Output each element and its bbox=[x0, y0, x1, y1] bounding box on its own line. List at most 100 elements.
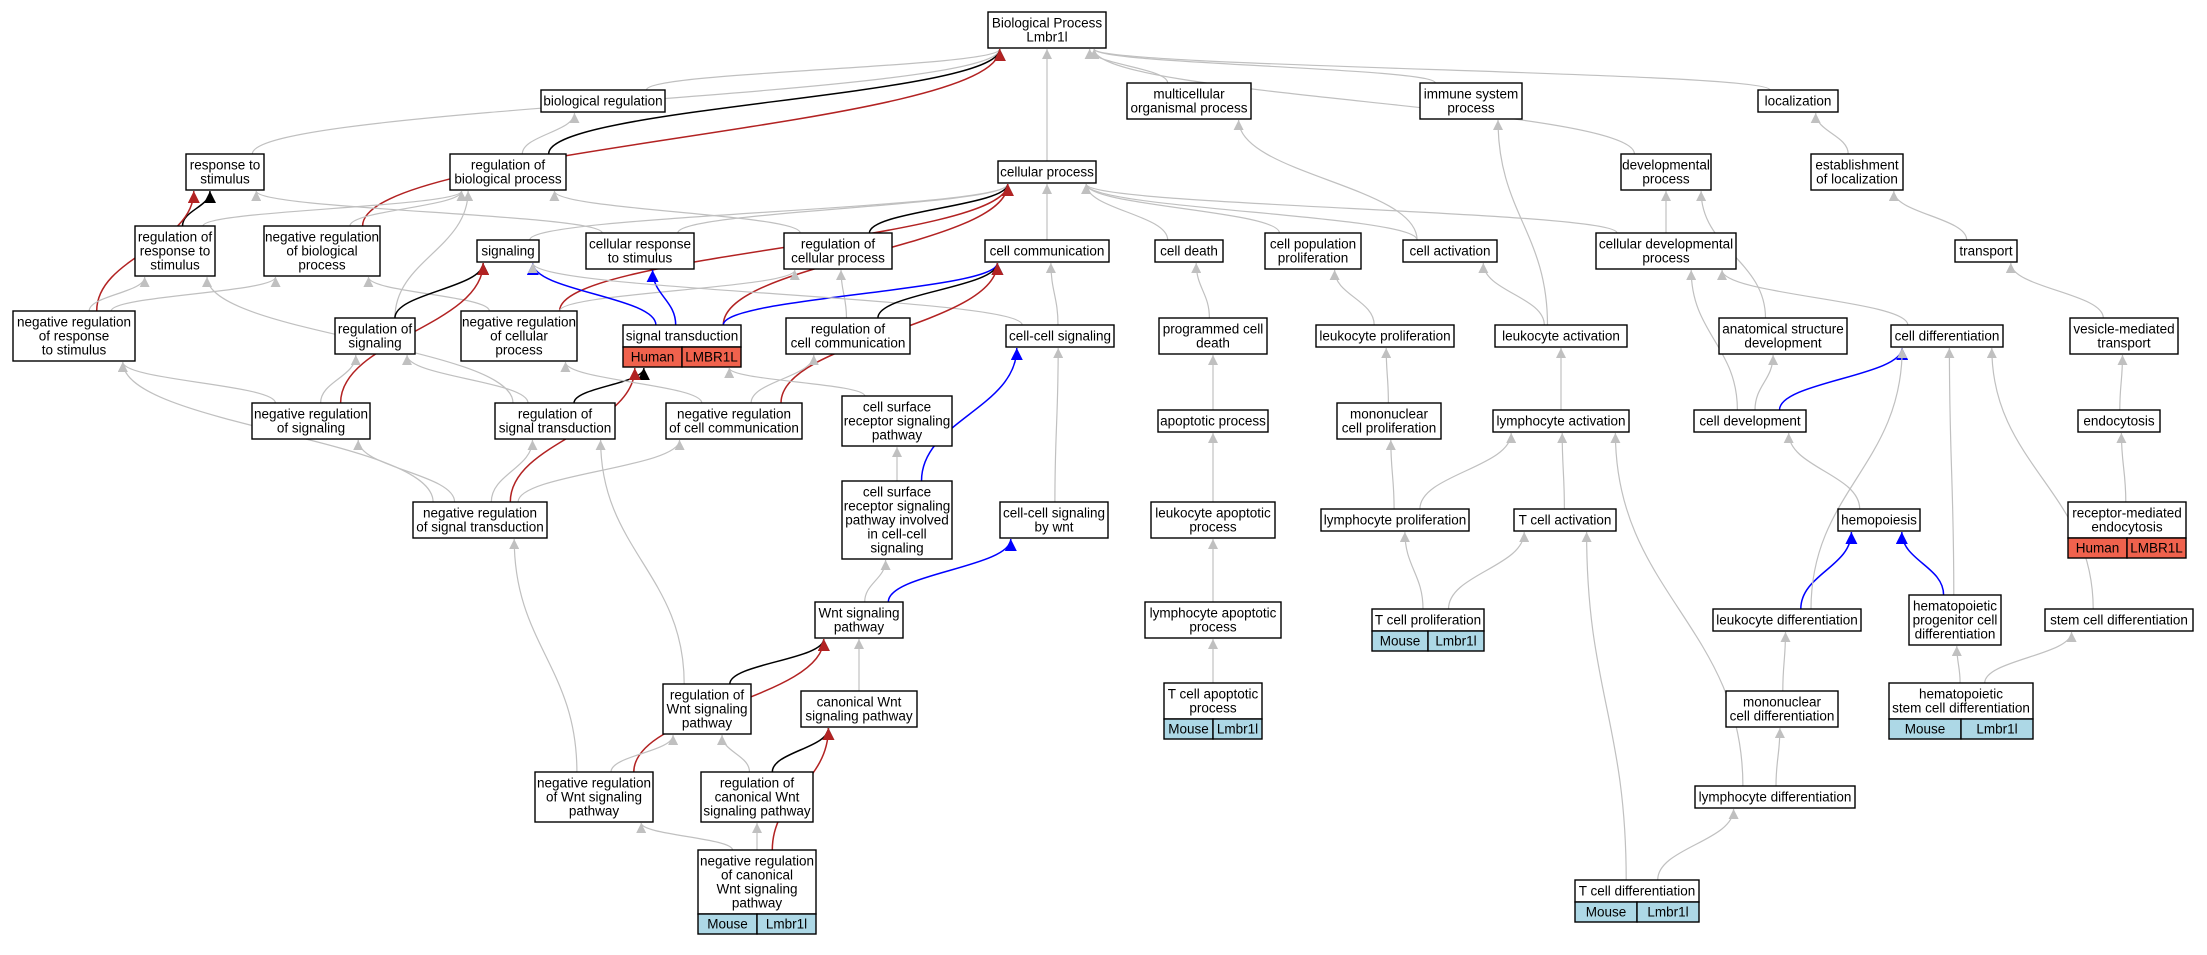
node-label-line: leukocyte differentiation bbox=[1716, 613, 1858, 628]
node-lyd[interactable]: lymphocyte differentiation bbox=[1694, 785, 1856, 809]
tag-gene-cell bbox=[1960, 718, 2034, 740]
node-hemo[interactable]: hemopoiesis bbox=[1837, 508, 1921, 532]
node-box bbox=[700, 771, 814, 823]
node-ld[interactable]: leukocyte differentiation bbox=[1712, 608, 1862, 632]
node-label-line: of response bbox=[39, 329, 110, 344]
node-label-line: process bbox=[1189, 520, 1237, 535]
edge-cdev-to-cdp bbox=[1686, 269, 1738, 411]
node-label-line: cell death bbox=[1160, 244, 1218, 259]
node-label-line: stimulus bbox=[150, 258, 200, 273]
node-label-line: leukocyte proliferation bbox=[1319, 329, 1450, 344]
edge-scd-to-cdiff bbox=[1986, 347, 2094, 610]
edge-lyd-to-mcd bbox=[1774, 727, 1785, 787]
node-label-line: establishment bbox=[1815, 158, 1899, 173]
node-loc[interactable]: localization bbox=[1757, 89, 1839, 113]
node-box bbox=[494, 402, 616, 440]
node-label-line: cell surface bbox=[863, 485, 931, 500]
node-tra[interactable]: transport bbox=[1954, 239, 2018, 263]
node-sig[interactable]: signaling bbox=[476, 239, 540, 263]
node-label-line: hemopoiesis bbox=[1841, 513, 1917, 528]
node-label-line: T cell differentiation bbox=[1579, 884, 1696, 899]
edge-rcwsp-to-rwsp bbox=[717, 734, 751, 773]
node-box bbox=[1694, 785, 1856, 809]
node-tca[interactable]: T cell activation bbox=[1513, 508, 1617, 532]
node-ccs[interactable]: cell-cell signaling bbox=[1005, 324, 1115, 348]
node-ca[interactable]: cell activation bbox=[1402, 239, 1498, 263]
edge-st-to-cc bbox=[722, 262, 1004, 326]
node-lya[interactable]: lymphocyte activation bbox=[1492, 409, 1630, 433]
edge-nrcwsp-to-nrwsp bbox=[636, 822, 734, 851]
node-label-line: hematopoietic bbox=[1919, 687, 2003, 702]
node-cdev[interactable]: cell development bbox=[1693, 409, 1807, 433]
edge-csrspi-to-ccs bbox=[920, 347, 1023, 482]
node-lyp[interactable]: lymphocyte proliferation bbox=[1320, 508, 1470, 532]
node-label-line: cell proliferation bbox=[1342, 421, 1437, 436]
edge-cdev-to-cdiff bbox=[1778, 347, 1909, 411]
node-cp[interactable]: cellular process bbox=[997, 160, 1097, 184]
edge-rost-to-ros bbox=[402, 354, 529, 404]
node-cdiff[interactable]: cell differentiation bbox=[1890, 324, 2004, 348]
node-label-line: Wnt signaling bbox=[666, 702, 747, 717]
node-endo[interactable]: endocytosis bbox=[2077, 409, 2161, 433]
node-la[interactable]: leukocyte activation bbox=[1494, 324, 1628, 348]
node-label-line: negative regulation bbox=[537, 776, 651, 791]
node-box bbox=[412, 501, 548, 539]
edge-rbp-to-bioreg bbox=[521, 112, 580, 155]
edge-nrst-to-nros bbox=[353, 439, 456, 503]
node-label-line: programmed cell bbox=[1163, 322, 1264, 337]
node-box bbox=[1126, 82, 1252, 120]
node-cc[interactable]: cell communication bbox=[984, 239, 1110, 263]
node-scd[interactable]: stem cell differentiation bbox=[2044, 608, 2194, 632]
node-ap[interactable]: apoptotic process bbox=[1157, 409, 1269, 433]
node-lp[interactable]: leukocyte proliferation bbox=[1315, 324, 1455, 348]
node-cd[interactable]: cell death bbox=[1154, 239, 1224, 263]
node-label-line: negative regulation bbox=[17, 315, 131, 330]
node-label-line: Wnt signaling bbox=[716, 882, 797, 897]
node-bioreg[interactable]: biological regulation bbox=[540, 89, 666, 113]
